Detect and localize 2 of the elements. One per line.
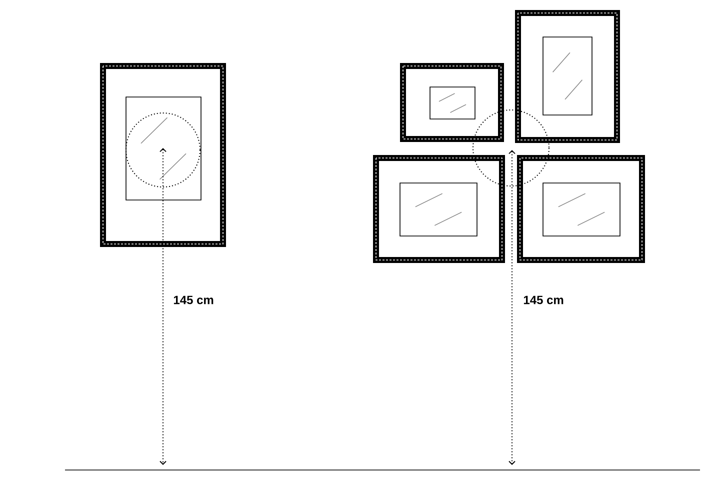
dimension-label: 145 cm (174, 296, 214, 304)
dimension-label: 145 cm (524, 296, 564, 304)
